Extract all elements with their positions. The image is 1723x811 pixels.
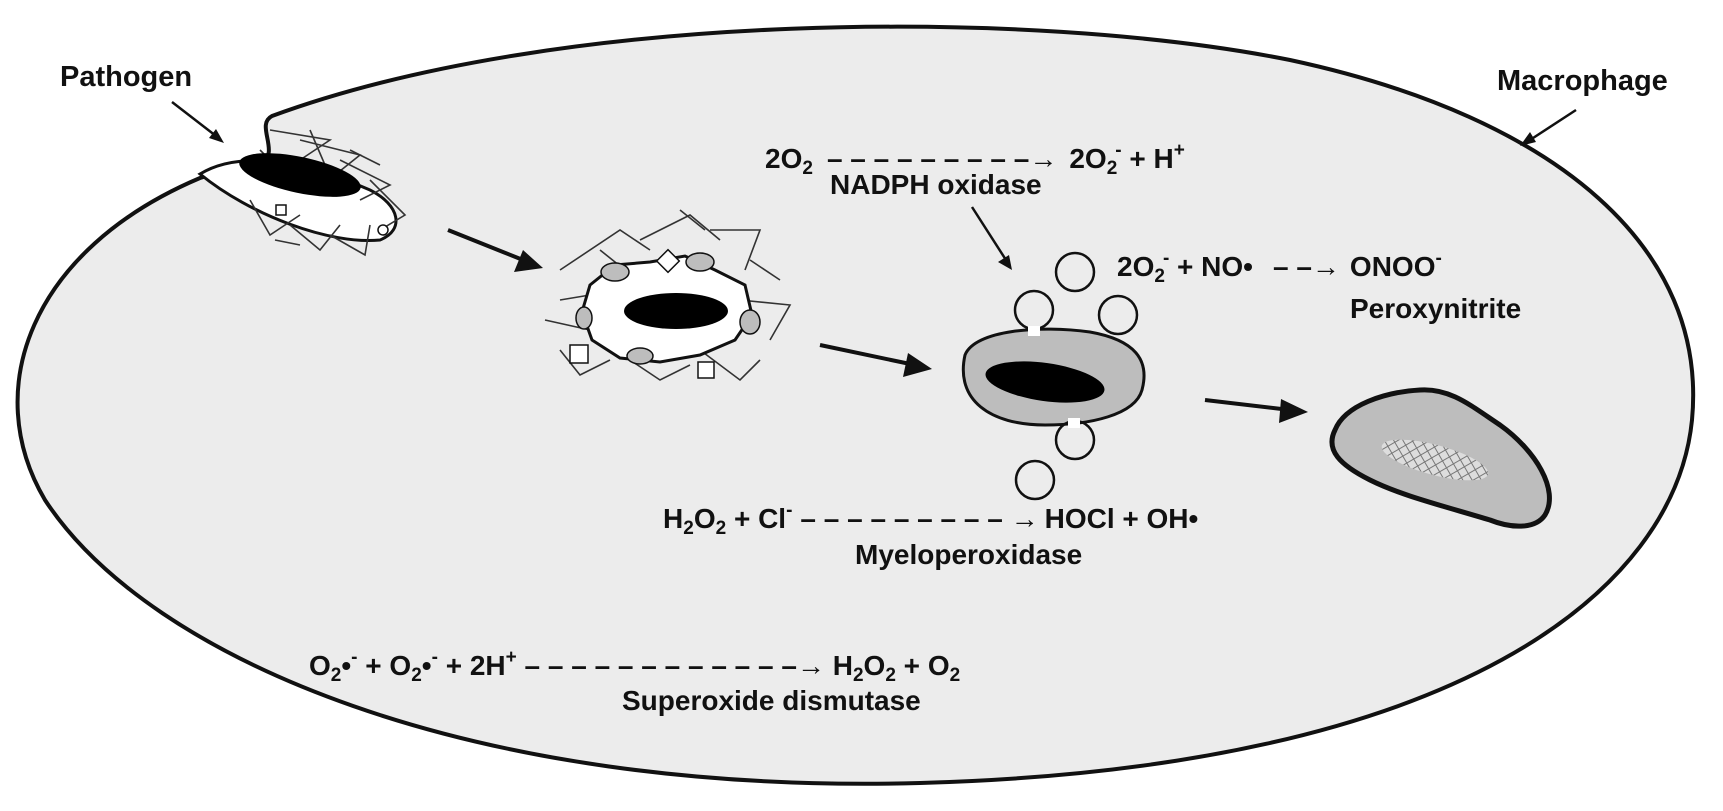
pathogen-label: Pathogen (60, 61, 192, 93)
phagosome (544, 209, 792, 382)
peroxynitrite-reaction: 2O2- + NO•– –→ONOO- (1117, 248, 1442, 287)
myeloperoxidase-reaction: H2O2 + Cl-– – – – – – – – – →HOCl + OH• (663, 500, 1198, 539)
macrophage-label: Macrophage (1497, 65, 1668, 97)
peroxynitrite-label: Peroxynitrite (1350, 293, 1521, 324)
pathogen-pointer (171, 101, 224, 143)
degraded-core (1381, 439, 1489, 481)
ros-vesicle (1097, 294, 1139, 336)
myeloperoxidase-label: Myeloperoxidase (855, 539, 1082, 570)
phagosome-pathogen (624, 293, 728, 329)
phagolysosome-pathogen (985, 361, 1105, 403)
engulfing-pathogen (197, 129, 407, 257)
opsonin-square (275, 204, 287, 216)
pathogen-nucleus (239, 153, 361, 197)
phagolysosome (961, 251, 1146, 501)
superoxide-dismutase-label: Superoxide dismutase (622, 685, 921, 716)
ros-vesicle (1054, 251, 1096, 293)
sod-reaction: O2•- + O2•- + 2H+ – – – – – – – – – – – … (309, 647, 960, 686)
nadph-reaction: 2O2– – – – – – – – –→2O2- + H+ (765, 140, 1185, 179)
arrow-1 (447, 228, 543, 272)
macrophage-cell (15, 24, 1696, 786)
nadph-oxidase-label: NADPH oxidase (830, 169, 1042, 200)
arrow-3 (1204, 398, 1308, 423)
ros-vesicle (1014, 459, 1056, 501)
arrow-2 (819, 343, 932, 377)
opsonin-dot (377, 224, 389, 236)
nadph-pointer (970, 206, 1012, 270)
degraded-pathogen (1329, 387, 1552, 529)
macrophage-pointer (1520, 108, 1577, 146)
